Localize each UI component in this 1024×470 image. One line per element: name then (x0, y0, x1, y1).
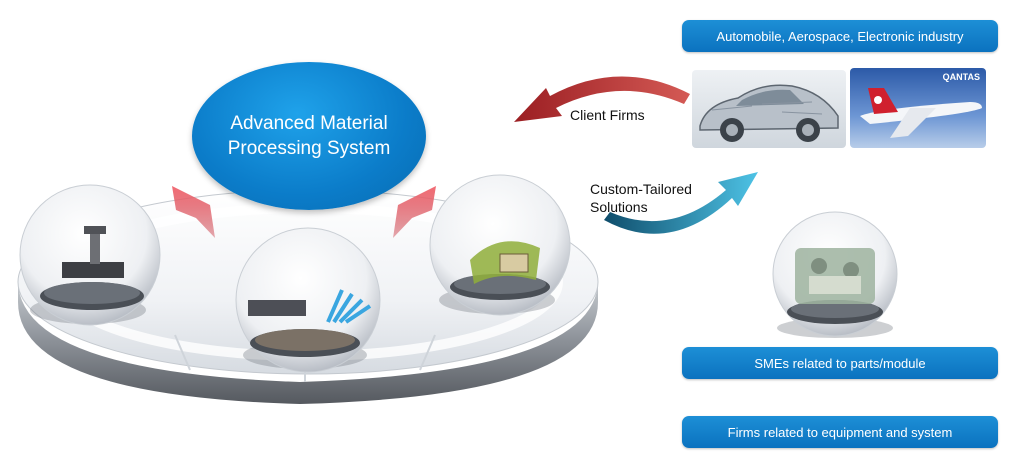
smes-label-box: SMEs related to parts/module (682, 347, 998, 379)
firms-label: Firms related to equipment and system (727, 424, 953, 440)
center-title-line2: Processing System (227, 138, 391, 159)
airplane-caption: QANTAS (942, 72, 980, 82)
custom-line2: Solutions (590, 199, 648, 215)
airplane-image: QANTAS (850, 68, 986, 148)
chevron-up-icon (172, 186, 215, 238)
sphere-laser (429, 174, 571, 316)
chevron-up-icon (393, 186, 436, 238)
firms-label-box: Firms related to equipment and system (682, 416, 998, 448)
platform-illustration (17, 174, 599, 404)
client-firms-label: Client Firms (570, 107, 645, 123)
car-image (692, 70, 846, 148)
arrow-curved-right-icon (604, 172, 758, 234)
flow-arrows (514, 76, 758, 234)
advanced-material-processing-system: Advanced Material Processing System (192, 62, 426, 210)
industries-label: Automobile, Aerospace, Electronic indust… (716, 28, 964, 44)
custom-line1: Custom-Tailored (590, 181, 692, 197)
sphere-electronics (235, 227, 381, 373)
platform-rim (18, 280, 598, 404)
smes-label: SMEs related to parts/module (754, 355, 926, 371)
custom-tailored-solutions-label: Custom-Tailored Solutions (590, 180, 692, 216)
center-title-line1: Advanced Material (230, 113, 388, 134)
industries-label-box: Automobile, Aerospace, Electronic indust… (682, 20, 998, 52)
sphere-machining (19, 184, 161, 326)
arrow-curved-left-icon (514, 76, 690, 122)
sphere-smes (772, 211, 898, 338)
